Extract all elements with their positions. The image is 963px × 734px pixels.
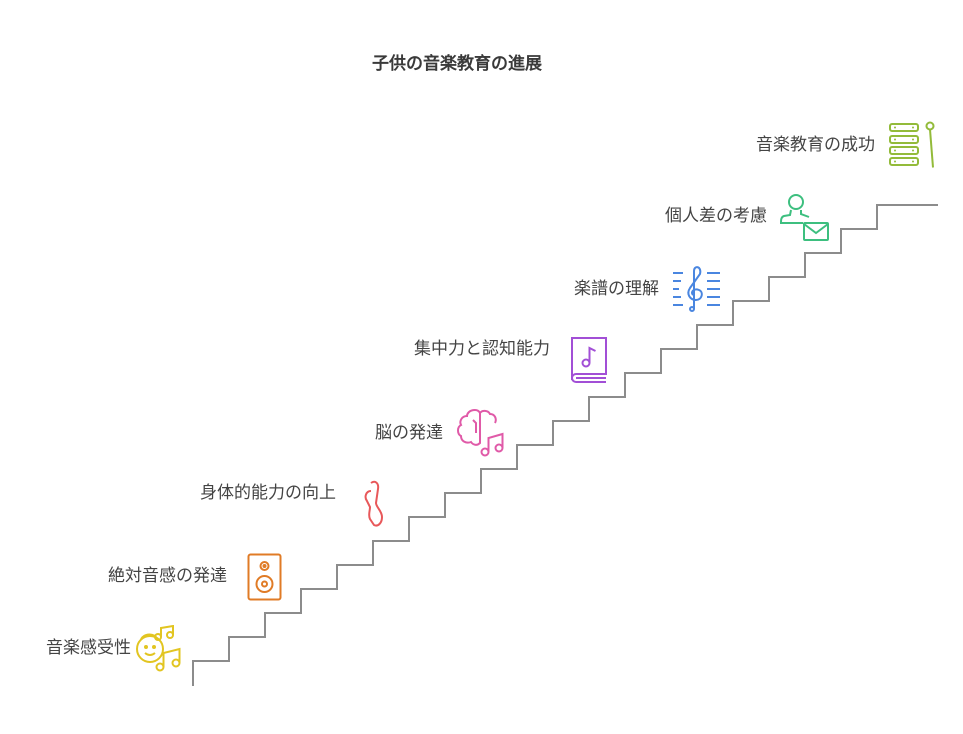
xylophone-icon xyxy=(889,121,935,168)
treble-clef-staff-icon xyxy=(673,266,720,312)
music-book-icon xyxy=(571,337,607,383)
speaker-icon xyxy=(247,553,282,601)
brain-music-icon xyxy=(457,408,504,457)
step-label-physical-ability: 身体的能力の向上 xyxy=(200,483,336,503)
step-label-brain-development: 脳の発達 xyxy=(375,423,443,443)
step-label-musical-sensitivity: 音楽感受性 xyxy=(46,638,131,658)
step-label-music-education-success: 音楽教育の成功 xyxy=(756,135,875,155)
step-label-absolute-pitch: 絶対音感の発達 xyxy=(108,566,227,586)
diagram-title: 子供の音楽教育の進展 xyxy=(372,54,542,74)
step-label-concentration-cognition: 集中力と認知能力 xyxy=(414,339,550,359)
hand-icon xyxy=(364,480,384,527)
step-label-score-reading: 楽譜の理解 xyxy=(574,279,659,299)
step-label-individual-differences: 個人差の考慮 xyxy=(665,206,767,226)
user-mail-icon xyxy=(780,194,829,241)
baby-music-icon xyxy=(136,625,181,672)
